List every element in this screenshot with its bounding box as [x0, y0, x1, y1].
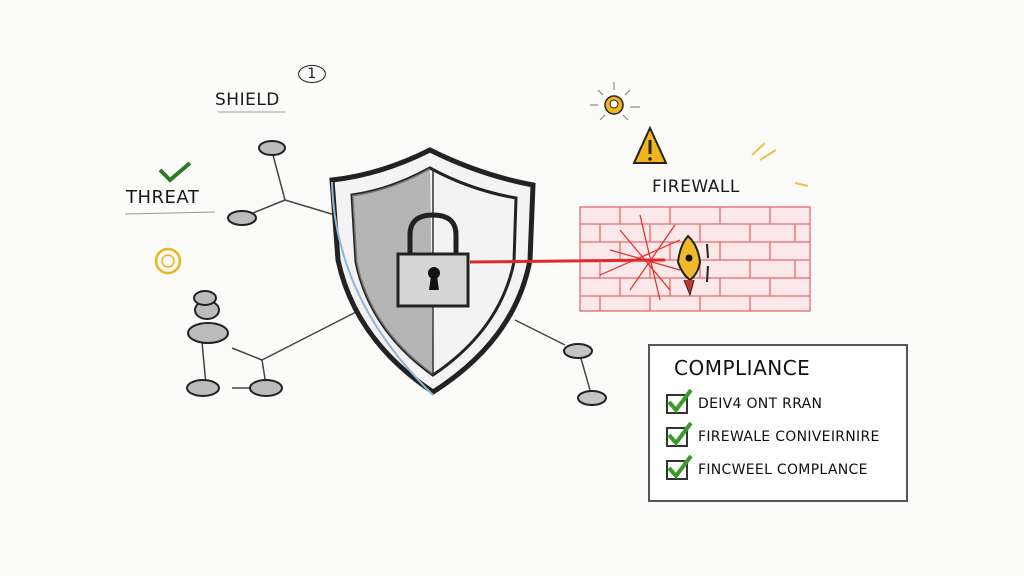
shield-label: SHIELD: [215, 90, 280, 110]
network-links-left: [201, 154, 361, 389]
threat-label: THREAT: [126, 187, 200, 208]
checkbox-checked-icon: [666, 454, 693, 480]
checkmark-icon: [158, 161, 192, 183]
compliance-item: DEIV4 ONT RRAN: [666, 388, 823, 414]
network-node-icon: [563, 343, 607, 406]
firewall-label: FIREWALL: [652, 177, 740, 197]
compliance-item-text: DEIV4 ONT RRAN: [698, 396, 823, 412]
network-node-icon: [186, 140, 286, 397]
keyhole-icon: [676, 234, 709, 297]
checkbox-checked-icon: [666, 421, 693, 447]
network-links-right: [514, 319, 591, 391]
step-number-badge: 1: [298, 65, 326, 83]
threat-beam: [469, 214, 681, 301]
compliance-title: COMPLIANCE: [674, 356, 811, 380]
coin-icon: [154, 247, 182, 275]
padlock-icon: [396, 212, 470, 308]
warning-icon: [632, 125, 668, 164]
compliance-item: FIREWALE CONIVEIRNIRE: [666, 421, 880, 447]
compliance-item: FINCWEEL COMPLANCE: [666, 454, 868, 480]
compliance-item-text: FINCWEEL COMPLANCE: [698, 462, 868, 478]
lightbulb-icon: [590, 82, 640, 121]
checkbox-checked-icon: [666, 388, 693, 414]
compliance-item-text: FIREWALE CONIVEIRNIRE: [698, 429, 880, 445]
compliance-panel: COMPLIANCE DEIV4 ONT RRAN FIREWALE CONIV…: [648, 344, 908, 502]
